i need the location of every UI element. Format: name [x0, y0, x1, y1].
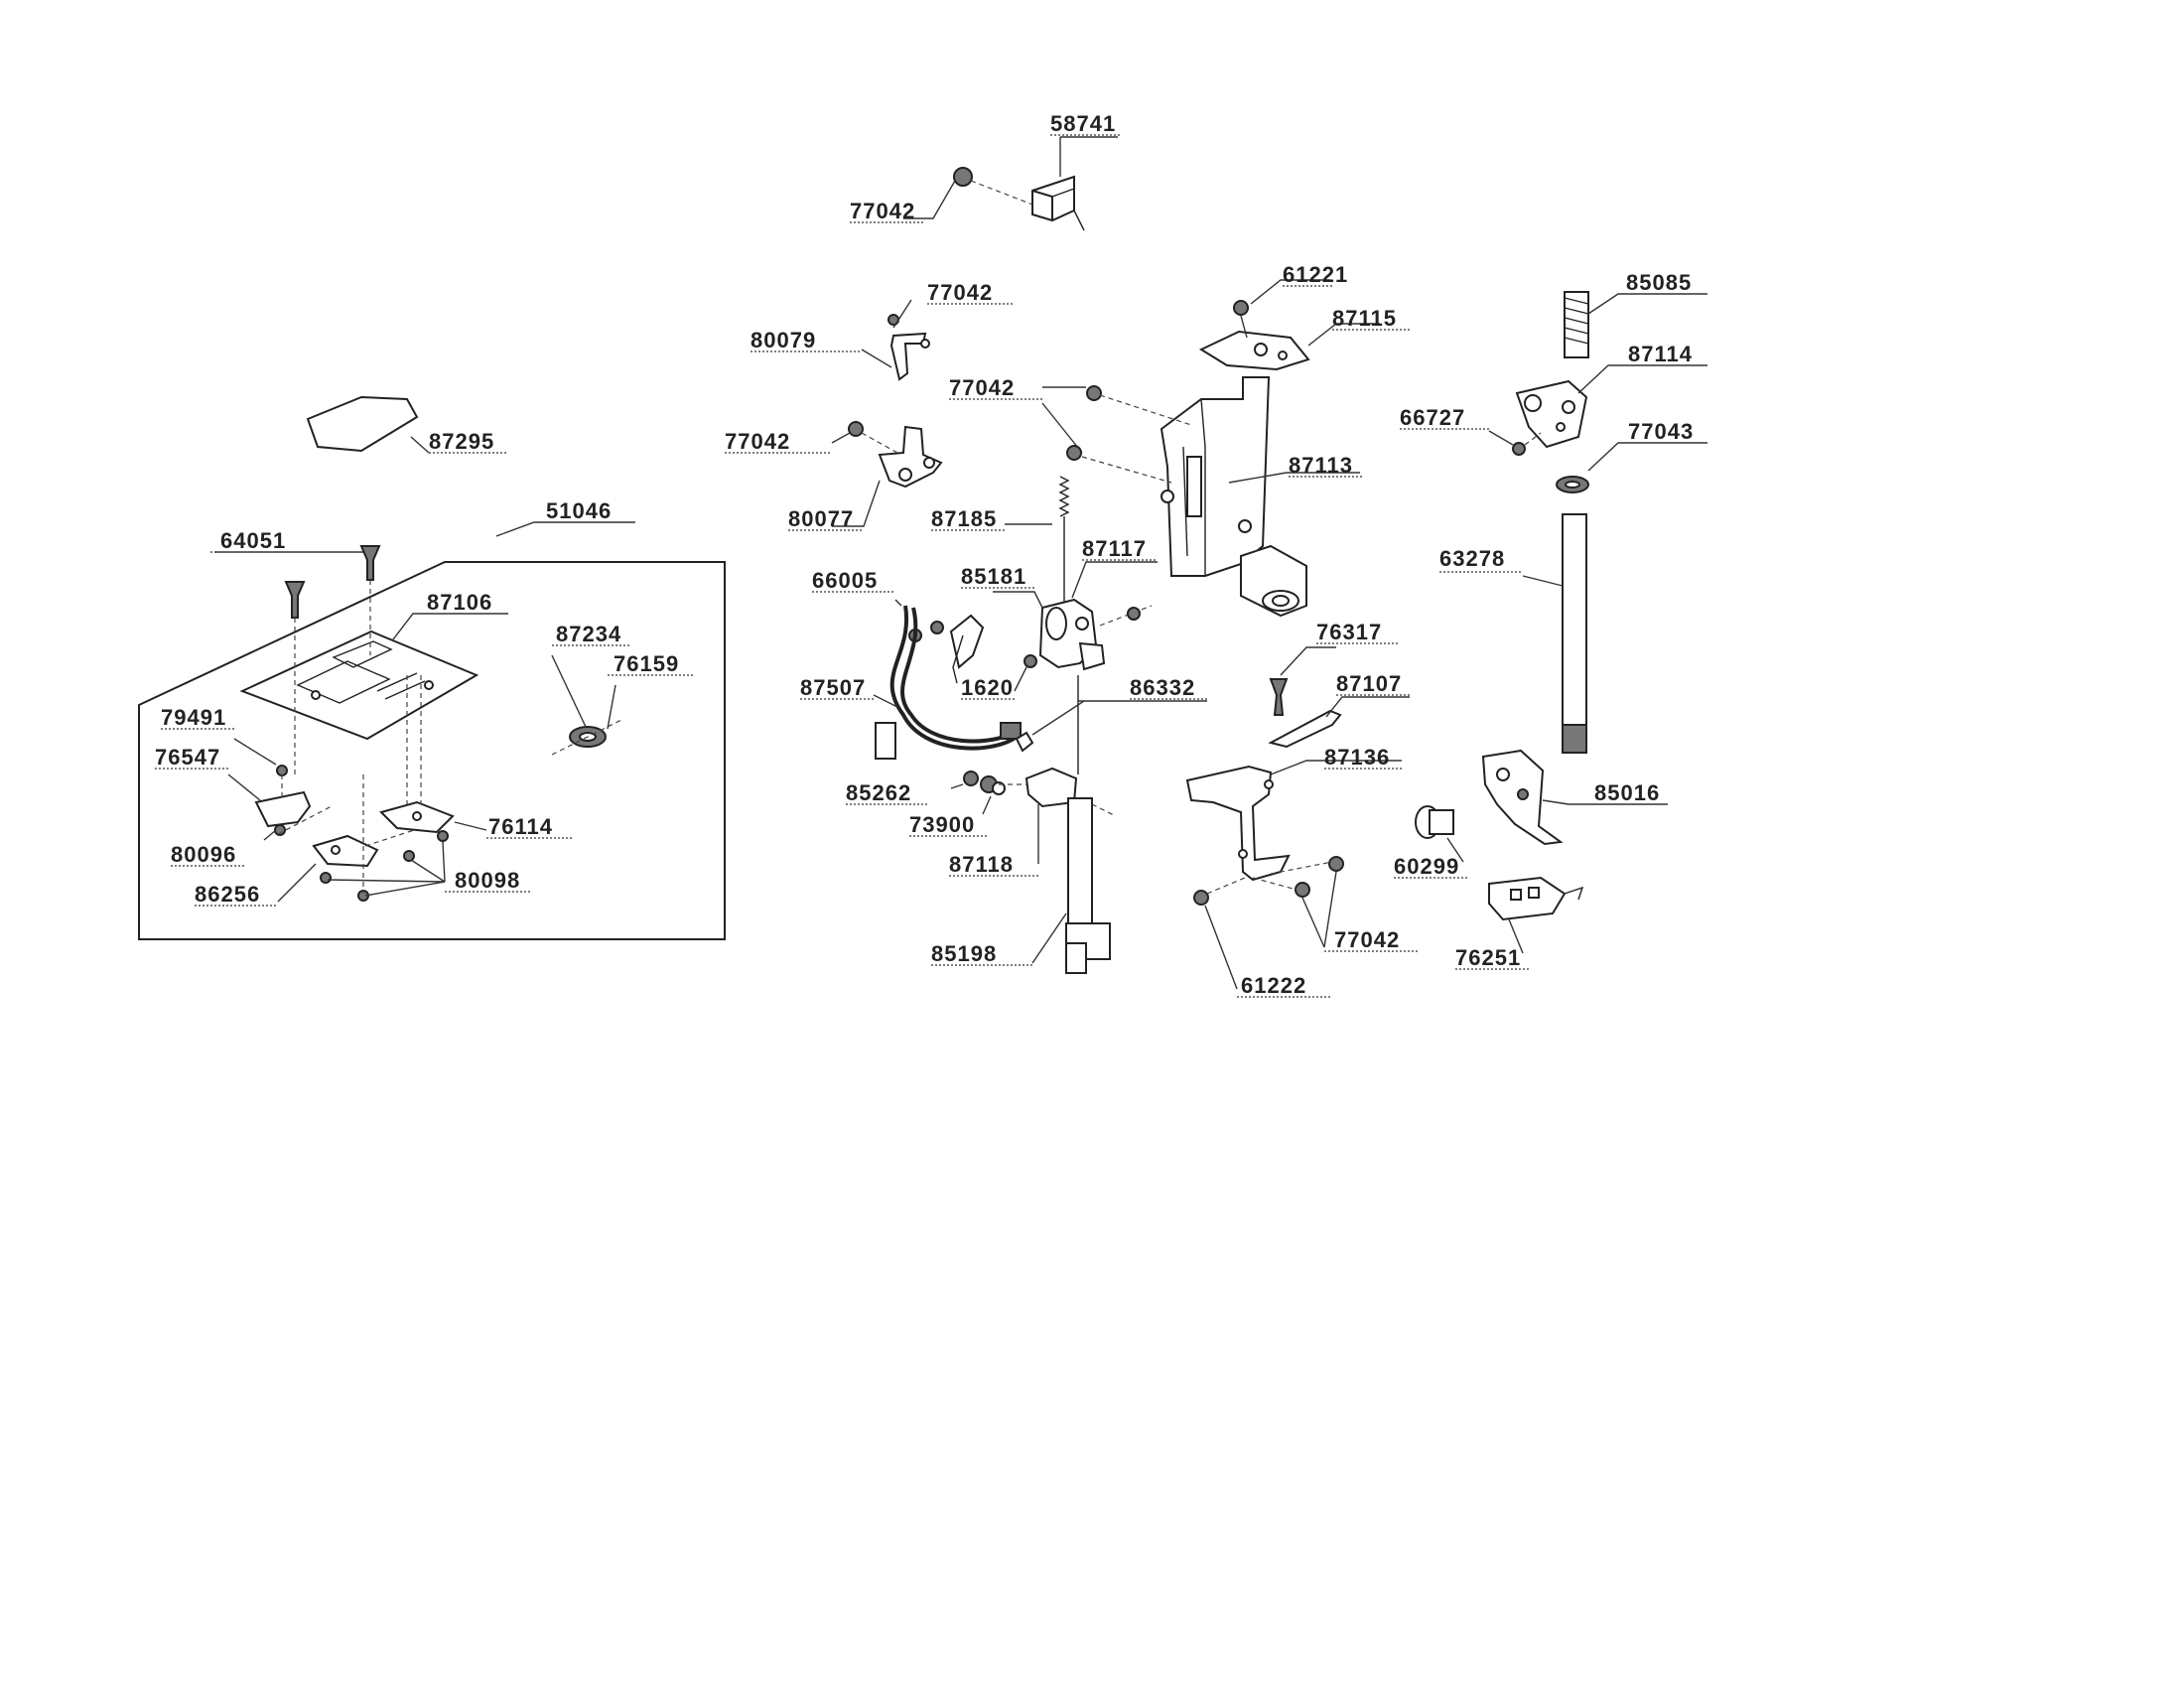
label-66005: 66005 — [812, 568, 878, 593]
part-77043-washer — [1556, 442, 1707, 493]
label-85016: 85016 — [1594, 780, 1660, 805]
label-58741: 58741 — [1050, 111, 1116, 136]
label-85085: 85085 — [1626, 270, 1692, 295]
label-80098: 80098 — [455, 868, 520, 893]
part-80098-screws — [320, 774, 449, 902]
labels: 58741 77042 77042 80079 77042 77042 8007… — [155, 111, 1707, 998]
part-87106-plate — [239, 613, 508, 741]
part-85181-assembly — [993, 561, 1158, 671]
label-77042: 77042 — [850, 199, 915, 223]
part-86332-rod — [1015, 675, 1207, 774]
label-76159: 76159 — [614, 651, 679, 676]
label-66727: 66727 — [1400, 405, 1465, 430]
part-66005-connector — [894, 599, 985, 684]
label-87295: 87295 — [429, 429, 494, 454]
label-76317: 76317 — [1316, 620, 1382, 644]
label-63278: 63278 — [1439, 546, 1505, 571]
label-80096: 80096 — [171, 842, 236, 867]
label-87136: 87136 — [1324, 745, 1390, 770]
label-77042: 77042 — [927, 280, 993, 305]
part-87115-plate — [1198, 279, 1380, 371]
label-61221: 61221 — [1283, 262, 1348, 287]
part-63278-shaft — [1522, 513, 1587, 754]
label-87507: 87507 — [800, 675, 866, 700]
part-76317-screw — [1269, 646, 1336, 716]
label-80079: 80079 — [751, 328, 816, 352]
part-58741-bracket — [1031, 136, 1118, 231]
label-76114: 76114 — [488, 814, 553, 839]
label-87114: 87114 — [1628, 342, 1693, 366]
label-76251: 76251 — [1455, 945, 1521, 970]
part-60299-bushing — [1415, 805, 1464, 863]
label-87118: 87118 — [949, 852, 1014, 877]
part-80077-clip — [831, 421, 943, 527]
part-66727-screw — [1488, 430, 1542, 456]
part-87185-spring — [1005, 476, 1070, 606]
part-76114-lever — [379, 675, 487, 834]
part-87507-wire-harness — [873, 605, 1022, 760]
label-87185: 87185 — [931, 506, 997, 531]
label-73900: 73900 — [909, 812, 975, 837]
part-87234-76159-gear — [551, 654, 624, 756]
label-77042: 77042 — [949, 375, 1015, 400]
part-85085-spring — [1564, 291, 1707, 358]
label-87107: 87107 — [1336, 671, 1402, 696]
label-80077: 80077 — [788, 506, 854, 531]
part-87107-plate — [1268, 696, 1410, 749]
label-64051: 64051 — [220, 528, 286, 553]
label-76547: 76547 — [155, 745, 220, 770]
label-85181: 85181 — [961, 564, 1026, 589]
label-85198: 85198 — [931, 941, 997, 966]
label-87106: 87106 — [427, 590, 492, 615]
label-86332: 86332 — [1130, 675, 1195, 700]
label-87113: 87113 — [1289, 453, 1353, 478]
part-85016-mount — [1481, 749, 1668, 846]
label-87115: 87115 — [1332, 306, 1397, 331]
part-85262-73900-screws — [950, 771, 1026, 815]
label-86256: 86256 — [195, 882, 260, 907]
label-61222: 61222 — [1241, 973, 1306, 998]
part-77042-screw-c — [1041, 385, 1192, 484]
label-85262: 85262 — [846, 780, 911, 805]
part-80079-clip — [861, 299, 930, 381]
part-87113-bracket — [1160, 376, 1360, 618]
label-77043: 77043 — [1628, 419, 1694, 444]
label-87117: 87117 — [1082, 536, 1147, 561]
part-87295-pad — [306, 395, 430, 454]
label-77042: 77042 — [1334, 927, 1400, 952]
part-76251-clip — [1488, 876, 1584, 954]
part-1620-screw — [1014, 654, 1037, 692]
part-76547-79491-lever — [227, 738, 333, 841]
part-86256-lever — [277, 819, 446, 903]
part-87114-block — [1515, 364, 1707, 449]
part-77042-screw-a — [903, 167, 1033, 219]
label-87234: 87234 — [556, 622, 621, 646]
part-51046-box — [138, 521, 726, 940]
label-77042: 77042 — [725, 429, 790, 454]
label-79491: 79491 — [161, 705, 226, 730]
part-61222-screw — [1193, 877, 1246, 990]
label-60299: 60299 — [1394, 854, 1459, 879]
part-87136-bracket — [1185, 760, 1402, 882]
part-77042-screws-e — [1252, 856, 1344, 948]
part-85198-slider — [1031, 797, 1117, 974]
label-51046: 51046 — [546, 498, 612, 523]
label-1620: 1620 — [961, 675, 1014, 700]
